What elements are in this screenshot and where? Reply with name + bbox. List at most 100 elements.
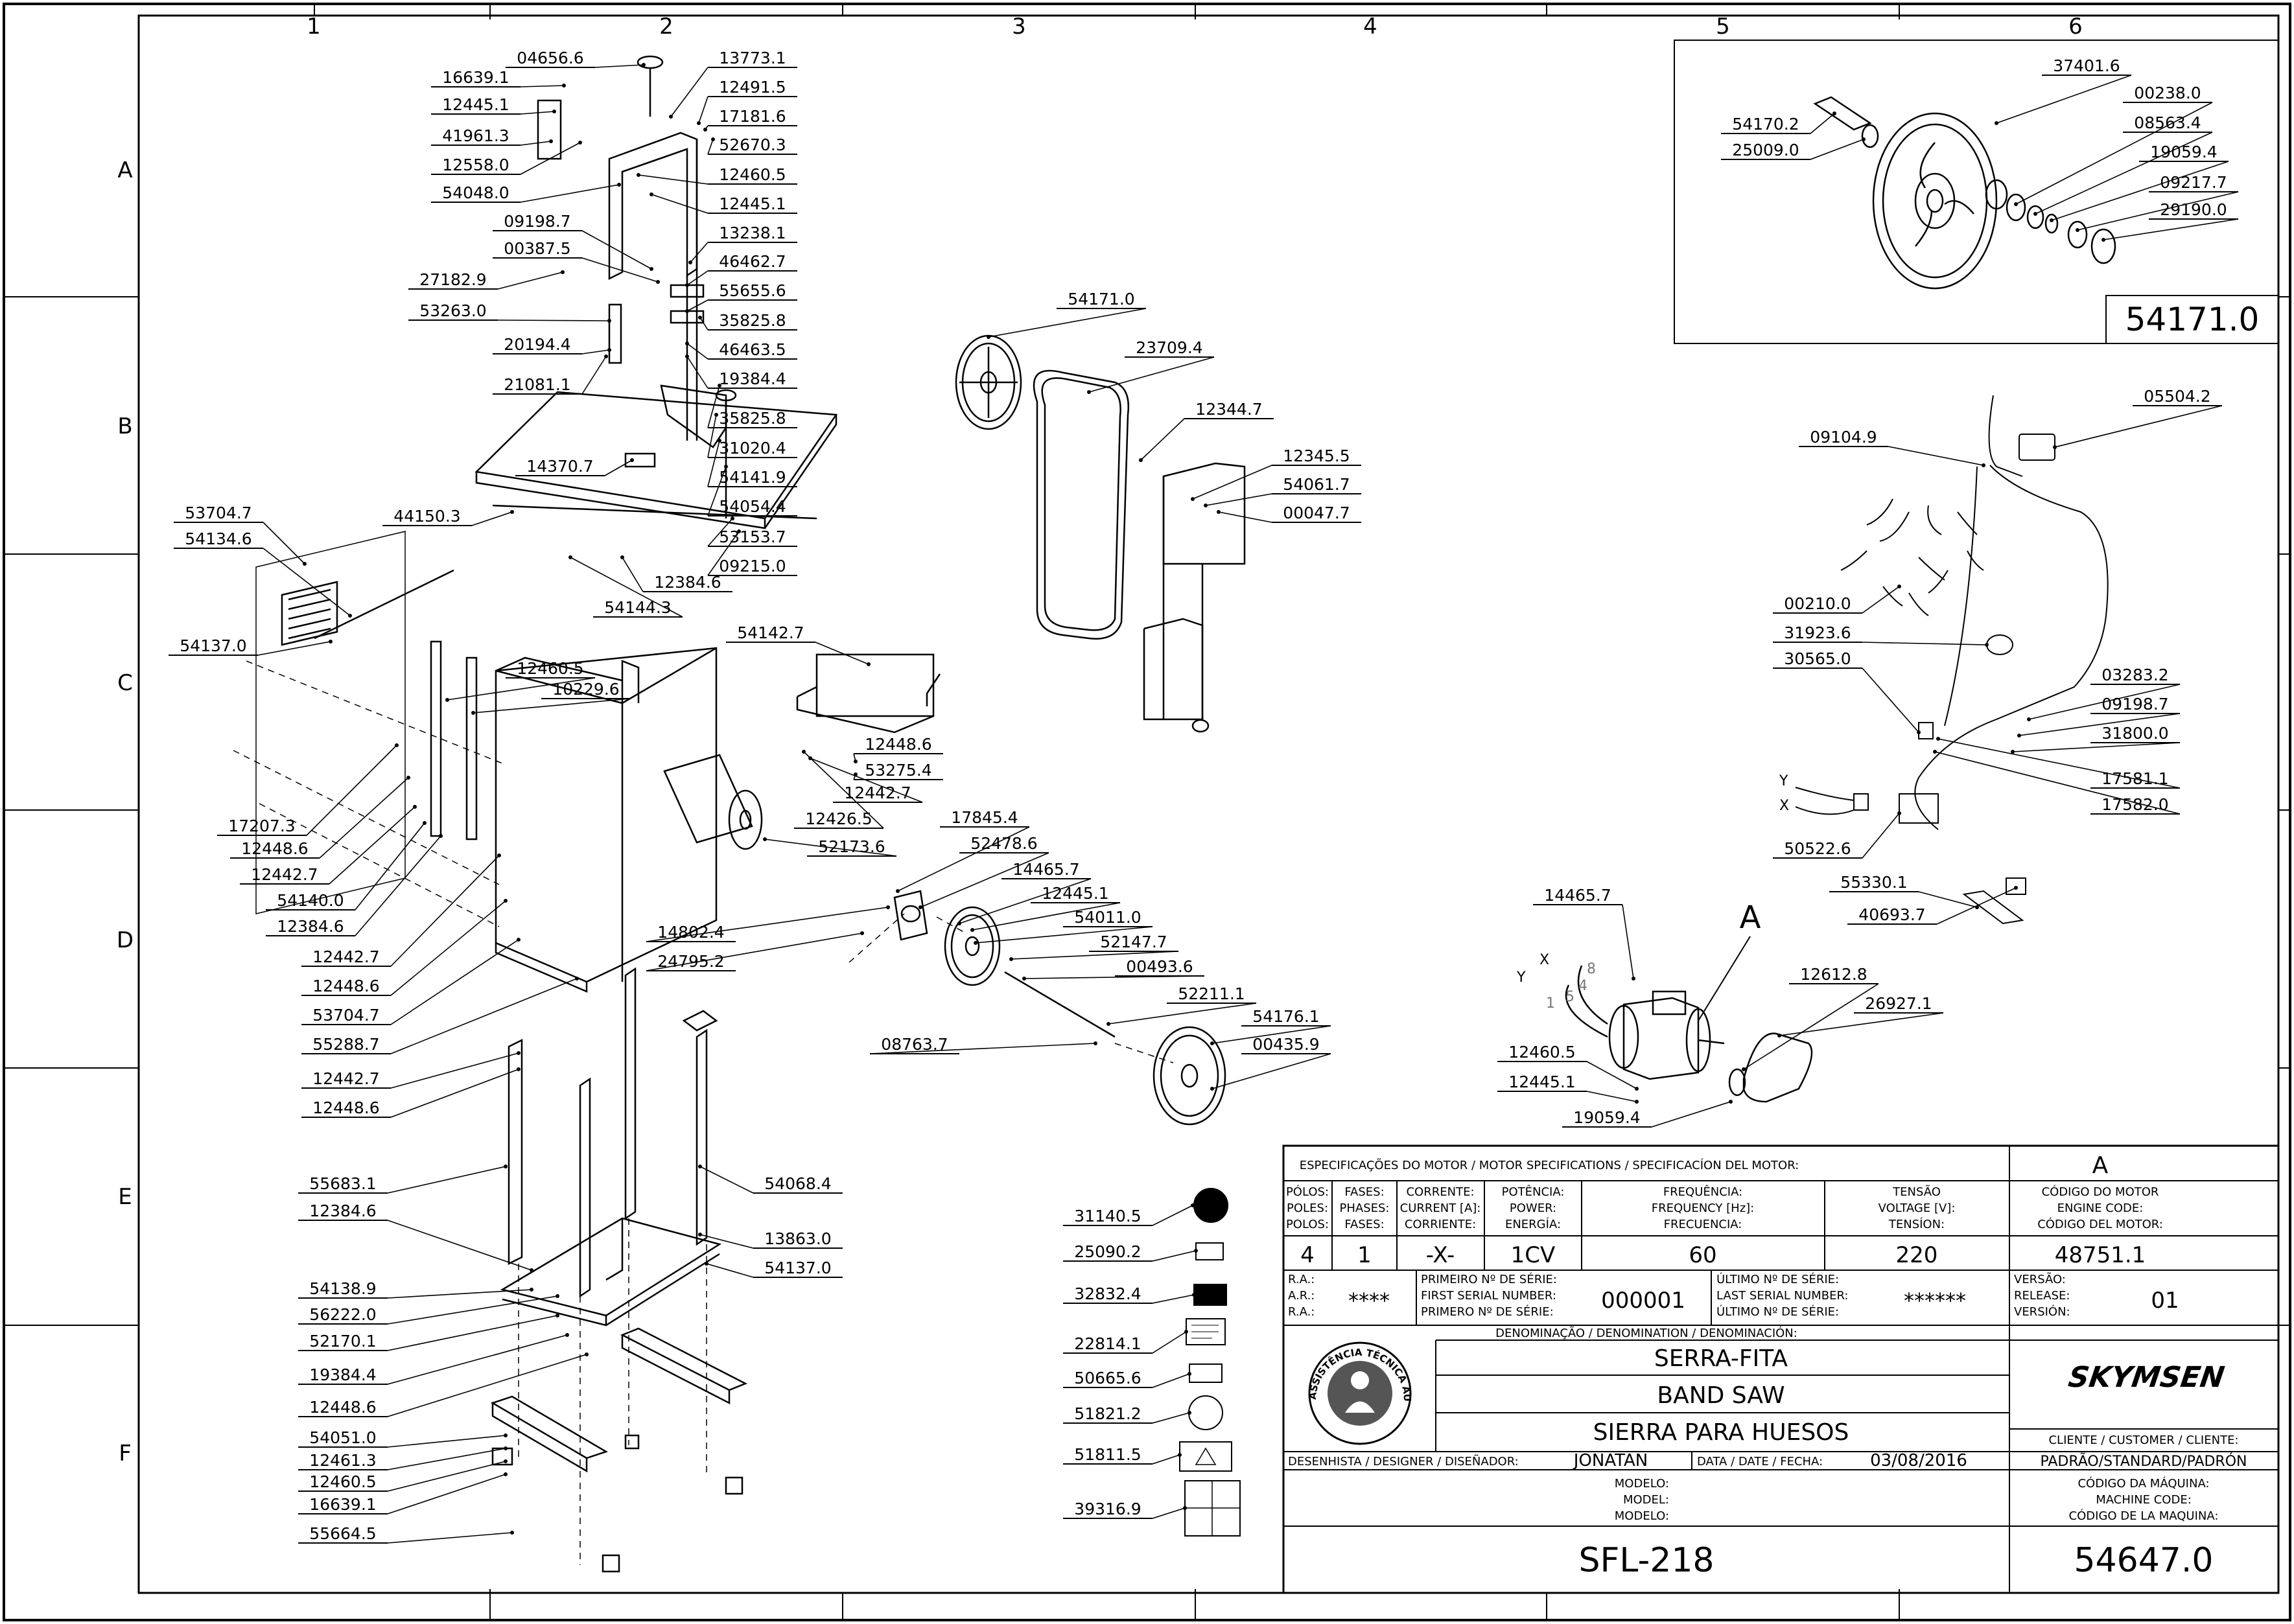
- part-number-label: 17181.6: [719, 107, 786, 126]
- ra-label-2: A.R.:: [1288, 1289, 1315, 1303]
- detail-labels: A 54171.0 X Y 8 4 1 5 Y X: [1516, 301, 2259, 1021]
- part-number-label: 27182.9: [419, 270, 486, 289]
- part-number-label: 12426.5: [805, 809, 872, 828]
- part-number-label: 13238.1: [719, 224, 786, 242]
- part-number-label: 12460.5: [309, 1472, 376, 1491]
- product-name-es: SIERRA PARA HUESOS: [1593, 1419, 1849, 1446]
- part-callout-m02: 12612.8: [1742, 965, 1879, 1071]
- part-callout-p51: 55683.1: [298, 1165, 508, 1194]
- part-number-label: 00210.0: [1784, 594, 1851, 613]
- part-callout-q06: 19059.4: [2050, 143, 2229, 222]
- model-label-1: MODELO:: [1615, 1477, 1669, 1491]
- ra-label-1: R.A.:: [1288, 1273, 1315, 1286]
- part-callout-q21: 40693.7: [1847, 886, 2018, 925]
- column-marker-5: 5: [1716, 14, 1730, 40]
- part-number-label: 55655.6: [719, 281, 786, 300]
- model-value: SFL-218: [1579, 1541, 1715, 1580]
- part-callout-q16: 31800.0: [2011, 724, 2181, 754]
- part-number-label: 52211.1: [1178, 984, 1245, 1003]
- machine-code-label-3: CÓDIGO DE LA MAQUINA:: [2069, 1509, 2219, 1523]
- part-callout-p39: 10229.6: [471, 680, 631, 715]
- part-number-label: 52147.7: [1100, 933, 1167, 951]
- part-number-label: 53275.4: [865, 761, 931, 780]
- part-callout-p96: 51821.2: [1063, 1404, 1191, 1424]
- spec-value-0: 4: [1300, 1242, 1315, 1268]
- wire-label-1: 1: [1546, 995, 1555, 1012]
- part-number-label: 05504.2: [2144, 387, 2210, 406]
- part-number-label: 12461.3: [309, 1451, 376, 1470]
- part-number-label: 50522.6: [1784, 839, 1851, 858]
- part-callout-q01: 54170.2: [1721, 111, 1836, 134]
- part-number-label: 53153.7: [719, 528, 786, 546]
- part-number-label: 19059.4: [2150, 143, 2217, 161]
- row-marker-C: C: [117, 670, 133, 696]
- part-number-label: 31020.4: [719, 439, 786, 458]
- part-callout-p20: 46462.7: [685, 252, 797, 287]
- part-number-label: 46462.7: [719, 252, 786, 271]
- part-callout-p93: 32832.4: [1063, 1284, 1196, 1304]
- spec-label-4: FREQUÊNCIA:: [1663, 1185, 1742, 1199]
- part-callout-p29: 53153.7: [707, 516, 797, 547]
- part-callout-p21: 55655.6: [685, 281, 797, 313]
- part-number-label: 40693.7: [1858, 905, 1925, 924]
- part-number-label: 54170.2: [1732, 115, 1799, 133]
- model-label-3: MODELO:: [1615, 1509, 1669, 1523]
- part-callout-p78: 17845.4: [896, 808, 1030, 893]
- part-number-label: 46463.5: [719, 340, 786, 359]
- part-number-label: 12445.1: [719, 194, 786, 213]
- part-number-label: 50665.6: [1074, 1369, 1141, 1387]
- part-number-label: 54061.7: [1283, 475, 1350, 494]
- spec-label-5: VOLTAGE [V]:: [1879, 1201, 1956, 1215]
- engine-code-label-3: CÓDIGO DEL MOTOR:: [2037, 1217, 2163, 1231]
- part-number-label: 12445.1: [442, 95, 509, 114]
- part-callout-q10: 05504.2: [2053, 387, 2223, 449]
- part-number-label: 53263.0: [419, 301, 486, 320]
- part-number-label: 17582.0: [2101, 795, 2168, 814]
- part-callout-p42: 12442.7: [240, 805, 417, 885]
- part-callout-p02: 12445.1: [431, 95, 556, 115]
- part-callout-p35: 53704.7: [174, 504, 307, 566]
- part-number-label: 12445.1: [1042, 884, 1108, 903]
- wire-label-8: 8: [1587, 961, 1596, 977]
- part-callout-p73: 12448.6: [853, 735, 943, 763]
- sheet-frame: [3, 3, 2291, 1621]
- denomination-heading: DENOMINAÇÃO / DENOMINATION / DENOMINACIÓ…: [1495, 1326, 1797, 1340]
- part-number-label: 12491.5: [719, 78, 786, 97]
- spec-label-0: PÓLOS:: [1286, 1185, 1329, 1199]
- part-callouts: 16639.112445.141961.312558.054048.004656…: [169, 49, 2239, 1544]
- part-number-label: 13773.1: [719, 49, 786, 67]
- spec-label-5: TENSÃO: [1892, 1185, 1941, 1199]
- product-name-pt: SERRA-FITA: [1654, 1345, 1788, 1372]
- part-callout-p62: 55664.5: [298, 1524, 514, 1544]
- part-callout-p87: 00435.9: [1210, 1035, 1331, 1091]
- last-serial-value: ******: [1904, 1288, 1966, 1313]
- part-number-label: 12448.6: [312, 1098, 379, 1117]
- column-marker-1: 1: [307, 14, 321, 40]
- column-marker-2: 2: [659, 14, 673, 40]
- part-callout-p94: 22814.1: [1063, 1330, 1188, 1354]
- part-callout-p12: 12445.1: [650, 192, 797, 214]
- part-callout-m05: 12445.1: [1497, 1073, 1639, 1104]
- part-callout-p40: 17207.3: [217, 743, 399, 836]
- part-number-label: 00435.9: [1252, 1035, 1319, 1054]
- part-number-label: 29190.0: [2160, 200, 2227, 219]
- wire-label-5: 5: [1565, 989, 1574, 1005]
- part-callout-m04: 12460.5: [1497, 1043, 1639, 1091]
- part-callout-p15: 27182.9: [408, 270, 565, 290]
- part-number-label: 08563.4: [2134, 113, 2201, 132]
- spec-label-4: FRECUENCIA:: [1664, 1218, 1742, 1231]
- part-callout-p88: 14802.4: [646, 905, 890, 942]
- motor-detail-marker: A: [1740, 899, 1761, 936]
- part-number-label: 54137.0: [180, 636, 246, 655]
- engine-code-label-2: ENGINE CODE:: [2057, 1201, 2144, 1215]
- row-marker-A: A: [117, 157, 132, 183]
- part-number-label: 14465.7: [1544, 886, 1611, 905]
- part-number-label: 12612.8: [1800, 965, 1867, 984]
- part-callout-p70: 54061.7: [1204, 475, 1361, 507]
- part-number-label: 12442.7: [251, 865, 318, 884]
- part-callout-p66: 54171.0: [987, 290, 1147, 339]
- part-number-label: 52173.6: [818, 837, 885, 856]
- part-callout-p58: 54051.0: [298, 1428, 508, 1448]
- part-callout-p19: 13238.1: [688, 224, 797, 264]
